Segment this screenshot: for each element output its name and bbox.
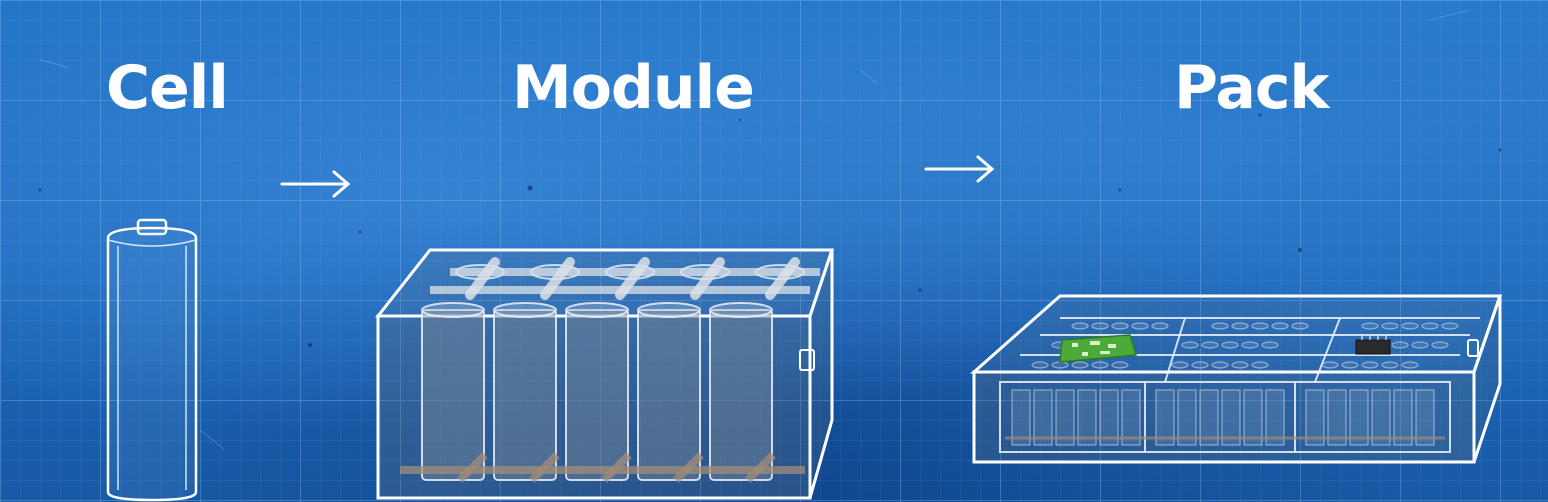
arrow-right-icon bbox=[280, 170, 351, 198]
stage-label-module: Module bbox=[512, 53, 755, 123]
arrow-right-icon bbox=[924, 155, 995, 183]
stage-label-pack: Pack bbox=[1174, 53, 1329, 123]
stage-label-cell: Cell bbox=[106, 53, 229, 123]
chip-icon bbox=[1355, 336, 1391, 355]
circuit-board-icon bbox=[1059, 334, 1137, 363]
